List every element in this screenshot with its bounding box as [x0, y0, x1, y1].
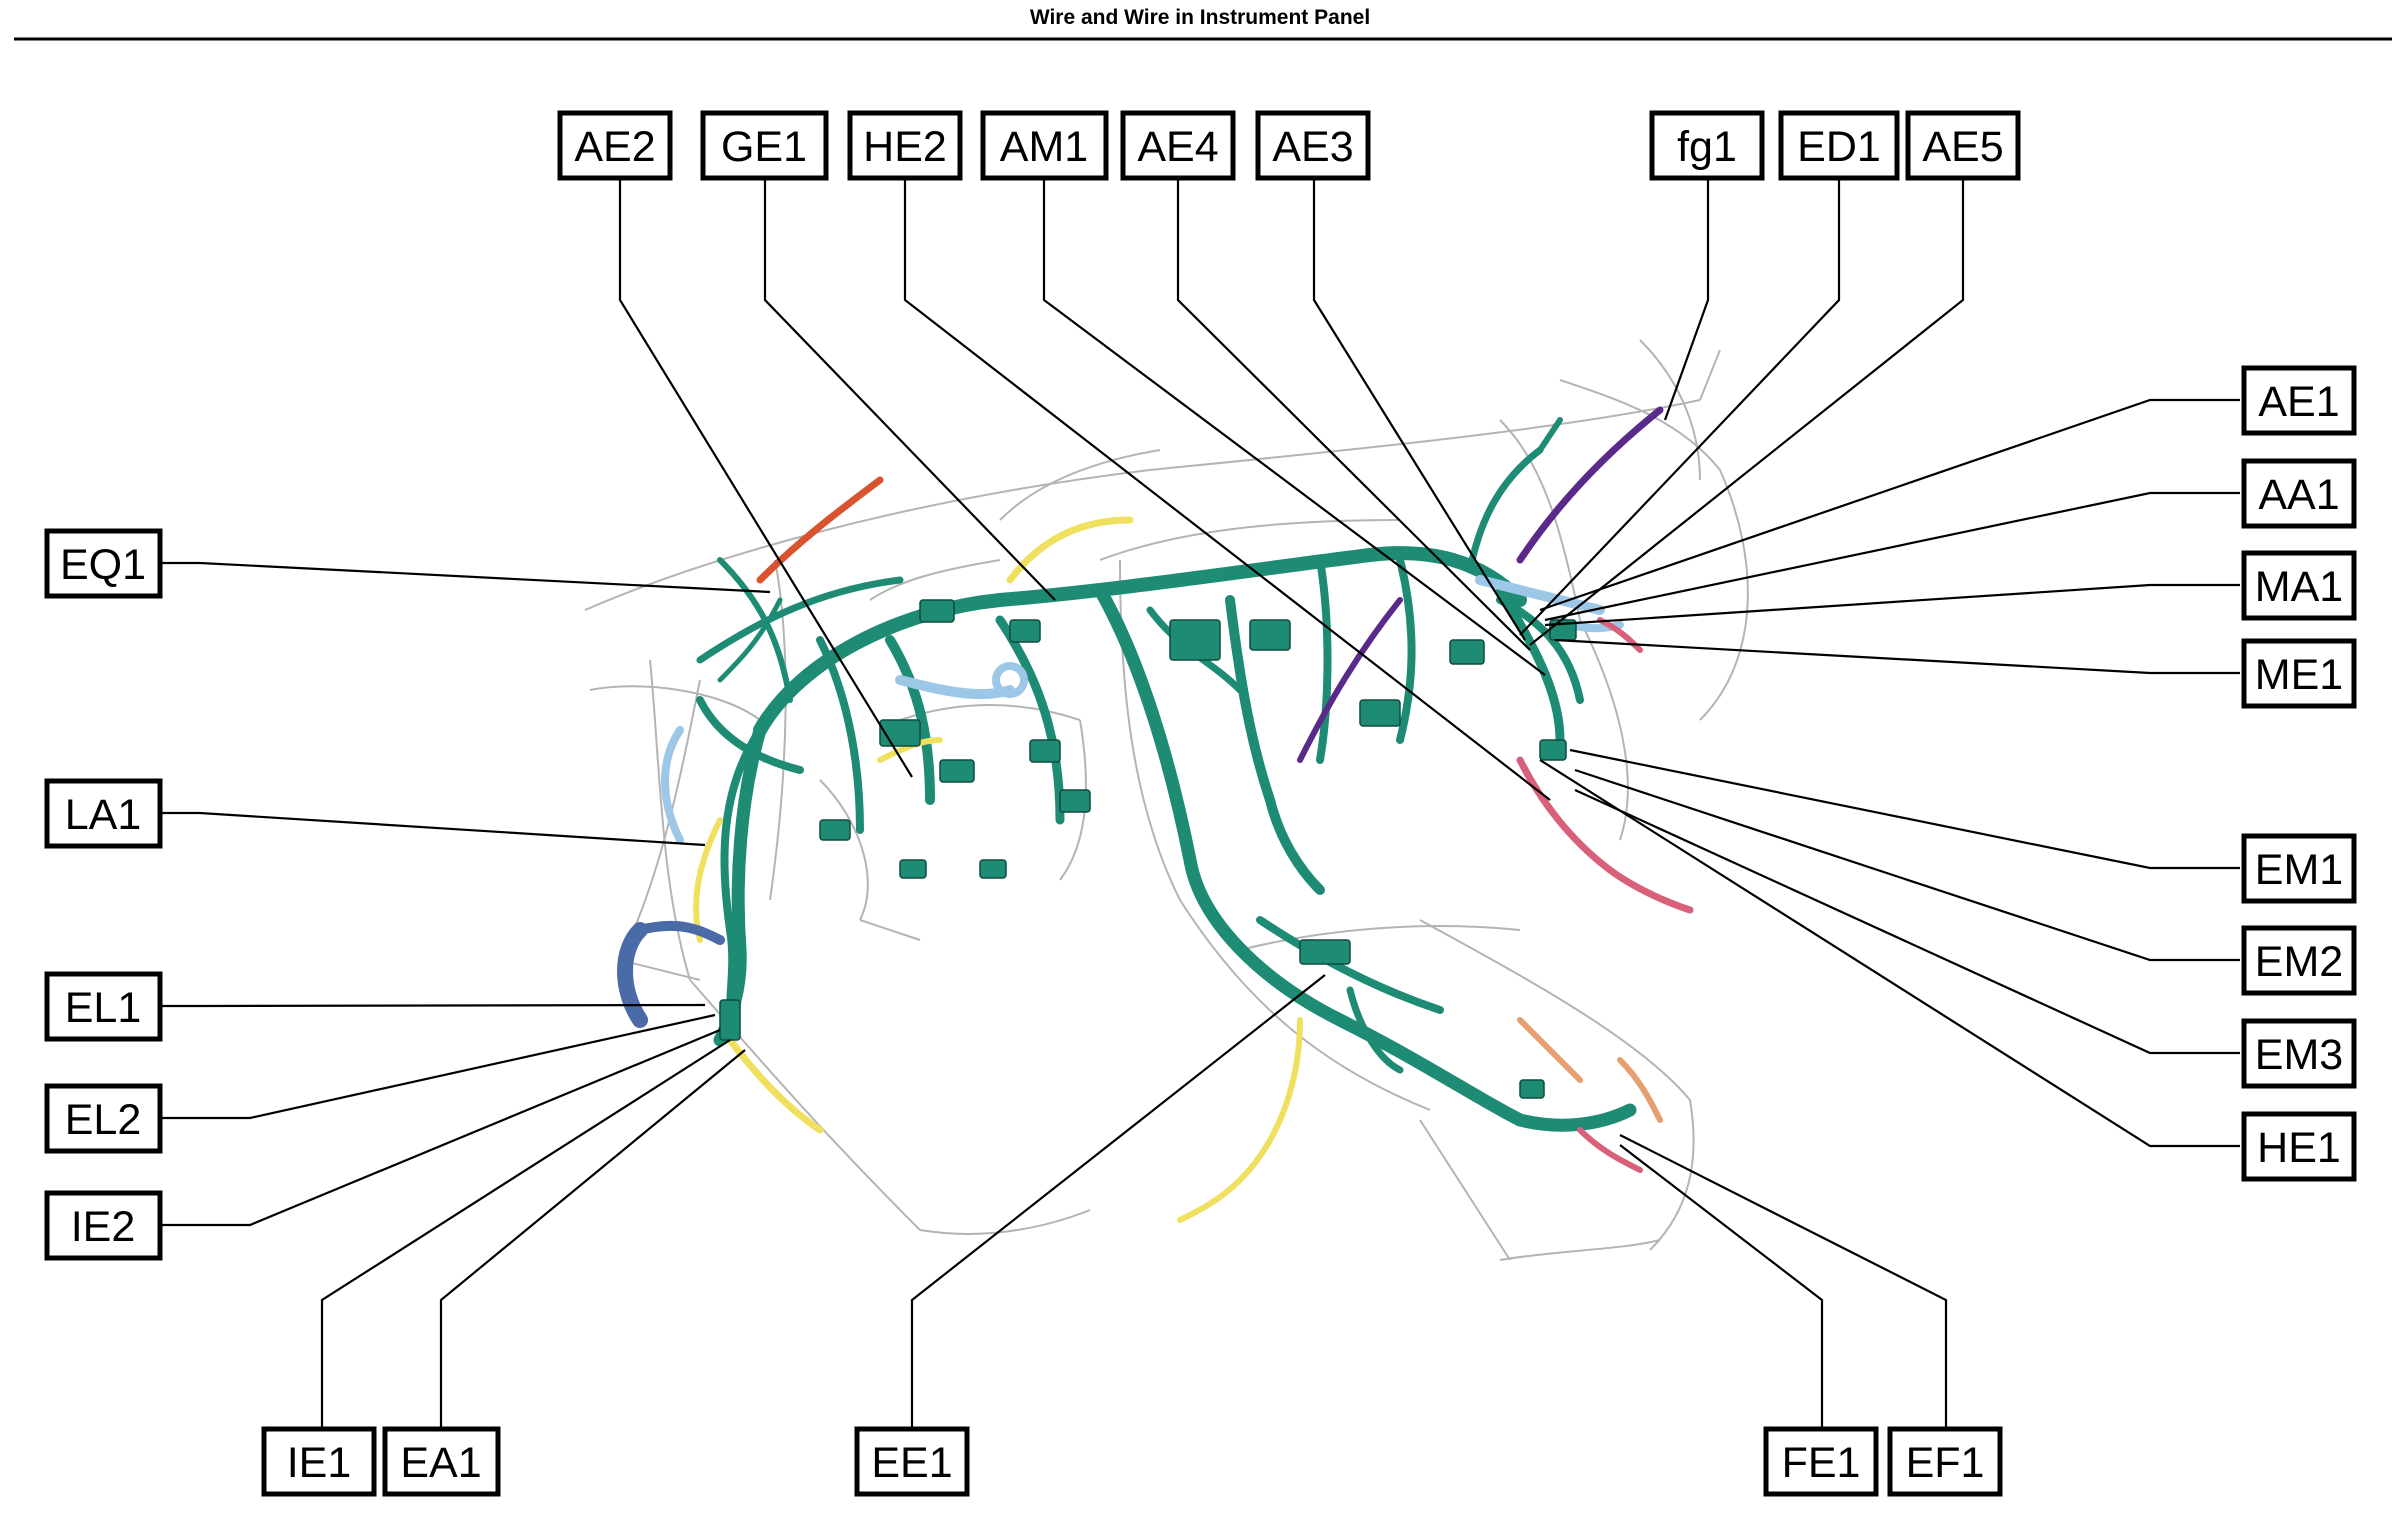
label-AE2: AE2 [557, 110, 673, 181]
label-HE2: HE2 [847, 110, 963, 181]
label-AE4-text: AE4 [1137, 123, 1218, 171]
instrument-panel-outline [584, 339, 1749, 1261]
label-HE1: HE1 [2241, 1111, 2357, 1182]
label-AE1-text: AE1 [2258, 378, 2339, 426]
label-MA1-text: MA1 [2255, 563, 2343, 611]
label-HE1-text: HE1 [2257, 1124, 2341, 1172]
label-EM1-text: EM1 [2255, 846, 2343, 894]
light-blue-harness [661, 575, 1624, 844]
label-EE1: EE1 [854, 1426, 970, 1497]
label-fg1-text: fg1 [1677, 123, 1737, 171]
purple-harness [1297, 406, 1664, 763]
label-EQ1: EQ1 [44, 528, 163, 599]
label-EL2: EL2 [44, 1083, 163, 1154]
label-FE1-text: FE1 [1782, 1439, 1861, 1487]
label-ME1: ME1 [2241, 638, 2357, 709]
label-EA1-text: EA1 [400, 1439, 481, 1487]
label-ED1-text: ED1 [1797, 123, 1881, 171]
label-AE2-text: AE2 [574, 123, 655, 171]
label-AE5-text: AE5 [1922, 123, 2003, 171]
dark-blue-harness [617, 920, 725, 1028]
label-AE1: AE1 [2241, 365, 2357, 436]
label-EL1-text: EL1 [65, 984, 142, 1032]
label-EQ1-text: EQ1 [60, 541, 146, 589]
label-IE1-text: IE1 [287, 1439, 352, 1487]
label-EM3-text: EM3 [2255, 1031, 2343, 1079]
label-ME1-text: ME1 [2255, 651, 2343, 699]
label-EM3: EM3 [2241, 1018, 2357, 1089]
orange-harness [1517, 1017, 1663, 1123]
label-AM1-text: AM1 [1000, 123, 1088, 171]
main-wire-harness [696, 417, 1637, 1132]
label-GE1: GE1 [700, 110, 829, 181]
label-EL2-text: EL2 [65, 1096, 142, 1144]
label-AM1: AM1 [980, 110, 1109, 181]
label-EL1: EL1 [44, 971, 163, 1042]
label-EF1-text: EF1 [1906, 1439, 1985, 1487]
label-IE2-text: IE2 [71, 1203, 136, 1251]
label-AA1-text: AA1 [2258, 471, 2339, 519]
label-ED1: ED1 [1778, 110, 1900, 181]
label-LA1: LA1 [44, 778, 163, 849]
label-EM1: EM1 [2241, 833, 2357, 904]
connector-blocks [719, 599, 1577, 1099]
label-EM2: EM2 [2241, 925, 2357, 996]
label-EA1: EA1 [382, 1426, 501, 1497]
label-IE2: IE2 [44, 1190, 163, 1261]
label-MA1: MA1 [2241, 550, 2357, 621]
label-GE1-text: GE1 [721, 123, 807, 171]
leader-lines [162, 115, 2240, 1445]
label-LA1-text: LA1 [65, 791, 142, 839]
pink-harness [1516, 617, 1694, 1173]
label-EF1: EF1 [1887, 1426, 2003, 1497]
label-AA1: AA1 [2241, 458, 2357, 529]
label-EM2-text: EM2 [2255, 938, 2343, 986]
label-AE4: AE4 [1120, 110, 1236, 181]
label-fg1: fg1 [1649, 110, 1765, 181]
label-AE3: AE3 [1255, 110, 1371, 181]
label-HE2-text: HE2 [863, 123, 947, 171]
red-harness [756, 476, 884, 584]
label-AE5: AE5 [1905, 110, 2021, 181]
label-FE1: FE1 [1763, 1426, 1879, 1497]
diagram-title: Wire and Wire in Instrument Panel [1029, 6, 1371, 29]
label-EE1-text: EE1 [871, 1439, 952, 1487]
label-AE3-text: AE3 [1272, 123, 1353, 171]
label-IE1: IE1 [261, 1426, 377, 1497]
